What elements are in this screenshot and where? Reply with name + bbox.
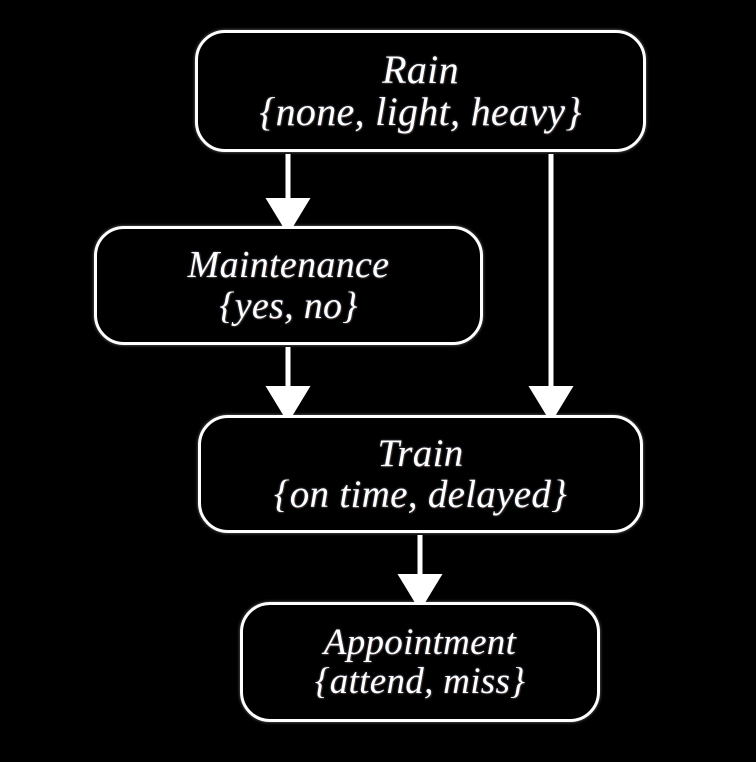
node-maintenance-states: {yes, no}	[219, 284, 358, 327]
node-maintenance-label: Maintenance	[187, 244, 390, 287]
node-rain-states: {none, light, heavy}	[259, 89, 582, 134]
node-train[interactable]: Train {on time, delayed}	[198, 415, 643, 533]
node-rain-label: Rain	[382, 46, 459, 92]
node-train-states: {on time, delayed}	[273, 473, 568, 516]
node-train-label: Train	[377, 431, 464, 475]
node-appointment-states: {attend, miss}	[314, 661, 526, 702]
node-appointment[interactable]: Appointment {attend, miss}	[240, 602, 600, 722]
node-rain[interactable]: Rain {none, light, heavy}	[195, 30, 646, 152]
node-appointment-label: Appointment	[323, 621, 517, 663]
node-maintenance[interactable]: Maintenance {yes, no}	[94, 226, 483, 345]
